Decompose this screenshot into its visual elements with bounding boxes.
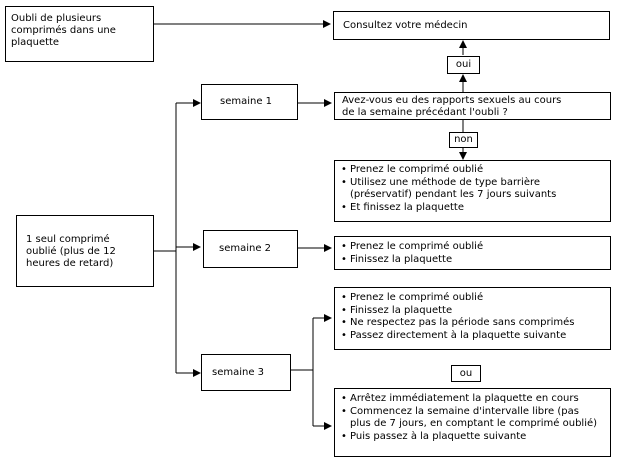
list-item: Commencez la semaine d'intervalle libre … — [341, 406, 597, 431]
ou-box: ou — [451, 365, 481, 382]
week1-box: semaine 1 — [201, 84, 298, 120]
week3-option-b-box: Arrêtez immédiatement la plaquette en co… — [334, 388, 611, 457]
list-item: Prenez le comprimé oublié — [341, 241, 483, 254]
non-label: non — [454, 134, 473, 145]
non-box: non — [449, 132, 478, 148]
consult-doctor-box: Consultez votre médecin — [333, 11, 610, 40]
one-missed-box: 1 seul comprimé oublié (plus de 12 heure… — [16, 215, 154, 287]
week1-actions-list: Prenez le comprimé oublié Utilisez une m… — [341, 164, 556, 214]
list-item: Et finissez la plaquette — [341, 202, 556, 215]
list-item: Arrêtez immédiatement la plaquette en co… — [341, 393, 597, 406]
question-box: Avez-vous eu des rapports sexuels au cou… — [334, 92, 611, 120]
list-item: Utilisez une méthode de type barrière (p… — [341, 177, 556, 202]
oui-label: oui — [455, 59, 472, 70]
week2-actions-box: Prenez le comprimé oublié Finissez la pl… — [334, 236, 611, 270]
several-missed-box: Oubli de plusieurs comprimés dans une pl… — [5, 6, 154, 62]
week1-label: semaine 1 — [220, 96, 273, 107]
ou-label: ou — [459, 368, 473, 379]
list-item: Finissez la plaquette — [341, 305, 574, 318]
list-item: Ne respectez pas la période sans comprim… — [341, 317, 574, 330]
list-item: Passez directement à la plaquette suivan… — [341, 330, 574, 343]
week2-box: semaine 2 — [203, 230, 298, 268]
week3-option-a-list: Prenez le comprimé oublié Finissez la pl… — [341, 292, 574, 342]
week1-actions-box: Prenez le comprimé oublié Utilisez une m… — [334, 160, 611, 222]
question-label: Avez-vous eu des rapports sexuels au cou… — [342, 95, 562, 118]
week2-label: semaine 2 — [219, 243, 272, 254]
several-missed-label: Oubli de plusieurs comprimés dans une pl… — [11, 13, 116, 48]
list-item: Puis passez à la plaquette suivante — [341, 431, 597, 444]
week2-actions-list: Prenez le comprimé oublié Finissez la pl… — [341, 241, 483, 266]
consult-doctor-label: Consultez votre médecin — [343, 20, 468, 31]
week3-label: semaine 3 — [212, 367, 265, 378]
list-item: Prenez le comprimé oublié — [341, 164, 556, 177]
one-missed-label: 1 seul comprimé oublié (plus de 12 heure… — [26, 234, 116, 269]
list-item: Finissez la plaquette — [341, 254, 483, 267]
week3-box: semaine 3 — [201, 354, 291, 391]
week3-option-b-list: Arrêtez immédiatement la plaquette en co… — [341, 393, 597, 443]
oui-box: oui — [447, 56, 480, 74]
week3-option-a-box: Prenez le comprimé oublié Finissez la pl… — [334, 287, 611, 350]
list-item: Prenez le comprimé oublié — [341, 292, 574, 305]
